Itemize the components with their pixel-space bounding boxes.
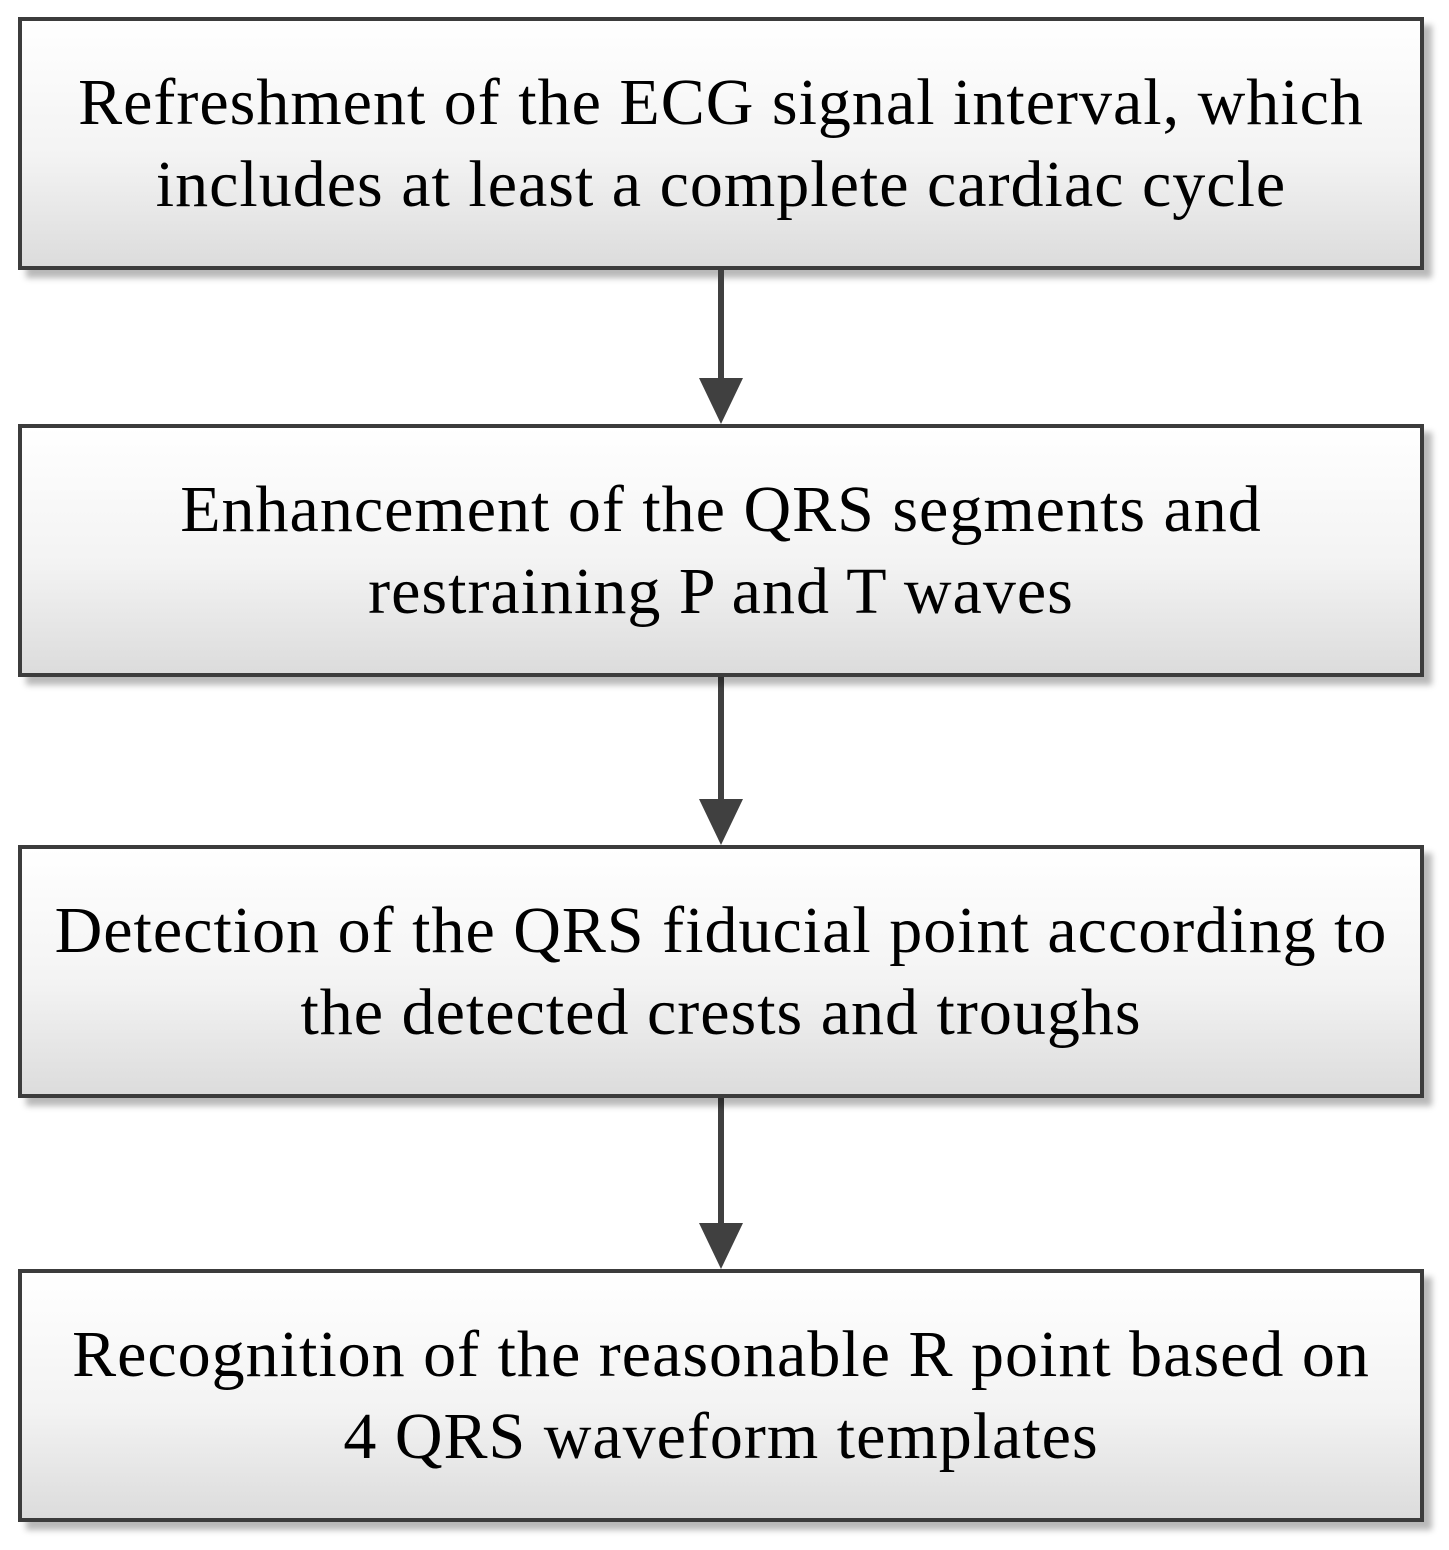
flow-step-2: Enhancement of the QRS segments and rest… [18, 424, 1424, 677]
flow-step-3-label: Detection of the QRS fiducial point acco… [54, 894, 1388, 1049]
flow-step-1-label: Refreshment of the ECG signal interval, … [78, 66, 1364, 221]
flow-step-4: Recognition of the reasonable R point ba… [18, 1269, 1424, 1522]
arrow-step-3-to-4 [699, 1098, 743, 1269]
arrow-step-1-to-2 [699, 270, 743, 424]
flow-step-2-label: Enhancement of the QRS segments and rest… [180, 473, 1262, 628]
flow-step-1: Refreshment of the ECG signal interval, … [18, 17, 1424, 270]
arrow-step-2-to-3 [699, 677, 743, 845]
flow-step-4-label: Recognition of the reasonable R point ba… [72, 1318, 1370, 1473]
flow-step-3: Detection of the QRS fiducial point acco… [18, 845, 1424, 1098]
